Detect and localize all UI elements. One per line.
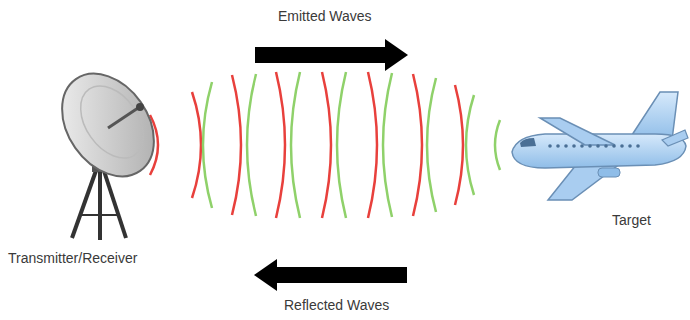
airplane: [512, 92, 688, 200]
emitted-arrow: [255, 39, 408, 71]
target-label: Target: [612, 212, 651, 229]
emitted-wavefronts: [150, 72, 463, 218]
arrow-label: Emitted Waves: [278, 8, 372, 25]
arrow-label: Reflected Waves: [284, 297, 389, 314]
radar-dish: [43, 56, 173, 240]
reflected-wavefronts: [203, 72, 500, 218]
device-label: Transmitter/Receiver: [8, 250, 137, 267]
reflected-arrow: [254, 259, 407, 291]
